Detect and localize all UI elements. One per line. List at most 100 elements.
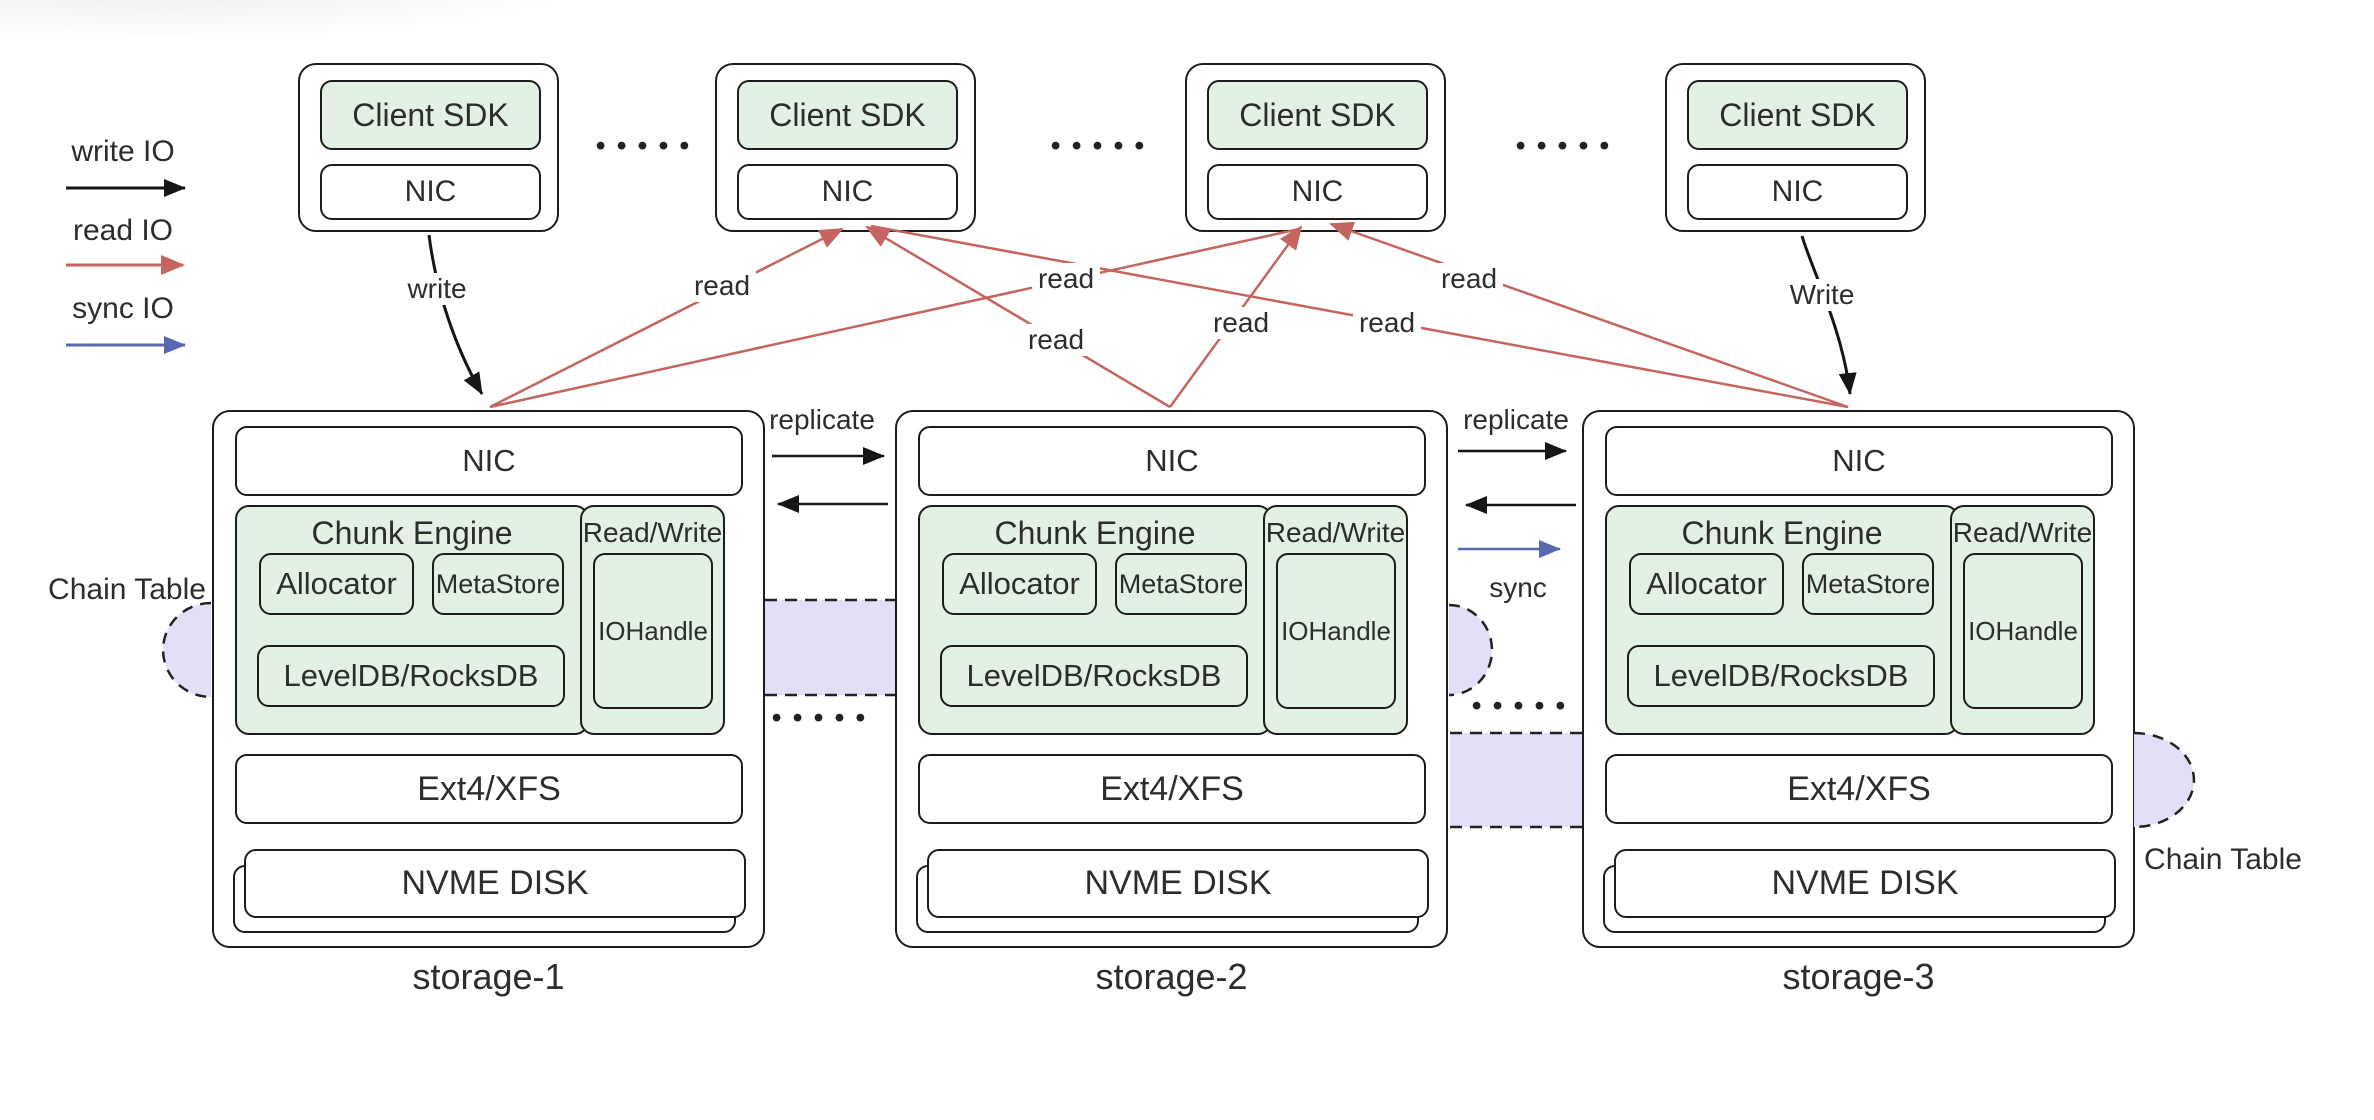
client-separator-dots: •••••	[592, 131, 698, 163]
metastore-label: MetaStore	[435, 568, 561, 599]
write-arrow-client1	[427, 234, 484, 395]
read-arrows	[489, 221, 1849, 409]
read-label: read	[1021, 324, 1091, 356]
iohandle-label: IOHandle	[598, 615, 708, 646]
client-sdk-box: Client SDK	[1687, 80, 1908, 150]
iohandle-box: IOHandle	[593, 553, 713, 709]
filesystem-box: Ext4/XFS	[1605, 754, 2113, 824]
client-sdk-box: Client SDK	[1207, 80, 1428, 150]
read-label: read	[1352, 307, 1422, 339]
chunk-engine-box: Chunk Engine Allocator MetaStore LevelDB…	[235, 505, 589, 735]
nvme-disk-label: NVME DISK	[401, 864, 589, 902]
allocator-box: Allocator	[942, 553, 1097, 615]
allocator-label: Allocator	[276, 566, 397, 601]
write-arrow-client4	[1800, 235, 1857, 395]
nvme-disk-box: NVME DISK	[1614, 849, 2116, 918]
storage-name-3: storage-3	[1782, 956, 1935, 997]
read-write-title: Read/Write	[1265, 517, 1406, 548]
storage-nic-box: NIC	[235, 426, 743, 496]
client-sdk-label: Client SDK	[769, 96, 926, 133]
chunk-engine-box: Chunk Engine Allocator MetaStore LevelDB…	[1605, 505, 1959, 735]
replicate-label: replicate	[769, 404, 875, 435]
filesystem-label: Ext4/XFS	[1787, 769, 1931, 808]
allocator-box: Allocator	[259, 553, 414, 615]
chunk-engine-title: Chunk Engine	[1681, 515, 1883, 551]
client-box-4: Client SDK NIC	[1665, 63, 1926, 232]
allocator-label: Allocator	[959, 566, 1080, 601]
metastore-box: MetaStore	[1115, 553, 1247, 615]
storage-nic-label: NIC	[1145, 443, 1199, 478]
write-label: write	[401, 273, 473, 305]
legend-sync-io-label: sync IO	[72, 292, 174, 325]
write-cap-label: Write	[1783, 279, 1861, 311]
metastore-label: MetaStore	[1805, 568, 1931, 599]
chain-table-label-right: Chain Table	[2144, 843, 2302, 876]
top-left-fade	[0, 0, 1000, 60]
metastore-box: MetaStore	[432, 553, 564, 615]
leveldb-rocksdb-label: LevelDB/RocksDB	[283, 658, 539, 693]
storage-box-2: NIC Chunk Engine Allocator MetaStore Lev…	[895, 410, 1448, 948]
legend-write-io-label: write IO	[71, 135, 175, 168]
client-nic-box: NIC	[320, 164, 541, 220]
storage-separator-dots: •••••	[1468, 691, 1574, 723]
read-label: read	[1206, 307, 1276, 339]
filesystem-box: Ext4/XFS	[235, 754, 743, 824]
client-nic-label: NIC	[1771, 175, 1824, 208]
filesystem-label: Ext4/XFS	[417, 769, 561, 808]
read-write-title: Read/Write	[582, 517, 723, 548]
storage-nic-box: NIC	[1605, 426, 2113, 496]
chain-table-ellipse-right	[2133, 731, 2196, 829]
filesystem-box: Ext4/XFS	[918, 754, 1426, 824]
client-box-1: Client SDK NIC	[298, 63, 559, 232]
nvme-disk-label: NVME DISK	[1771, 864, 1959, 902]
nvme-disk-box: NVME DISK	[244, 849, 746, 918]
storage-separator-dots: •••••	[768, 703, 874, 735]
chunk-engine-title: Chunk Engine	[311, 515, 513, 551]
filesystem-label: Ext4/XFS	[1100, 769, 1244, 808]
iohandle-box: IOHandle	[1963, 553, 2083, 709]
client-sdk-box: Client SDK	[737, 80, 958, 150]
client-nic-box: NIC	[737, 164, 958, 220]
client-box-2: Client SDK NIC	[715, 63, 976, 232]
storage-box-1: NIC Chunk Engine Allocator MetaStore Lev…	[212, 410, 765, 948]
client-nic-label: NIC	[1291, 175, 1344, 208]
read-write-box: Read/Write IOHandle	[1263, 505, 1408, 735]
client-nic-label: NIC	[404, 175, 457, 208]
legend-read-io-label: read IO	[72, 214, 174, 247]
nvme-disk-box: NVME DISK	[927, 849, 1429, 918]
read-label: read	[687, 270, 757, 302]
leveldb-rocksdb-box: LevelDB/RocksDB	[1627, 645, 1935, 707]
storage-box-3: NIC Chunk Engine Allocator MetaStore Lev…	[1582, 410, 2135, 948]
storage-nic-box: NIC	[918, 426, 1426, 496]
client-nic-box: NIC	[1687, 164, 1908, 220]
client-box-3: Client SDK NIC	[1185, 63, 1446, 232]
iohandle-label: IOHandle	[1968, 615, 2078, 646]
chain-table-band-1	[765, 598, 895, 697]
leveldb-rocksdb-box: LevelDB/RocksDB	[257, 645, 565, 707]
client-nic-box: NIC	[1207, 164, 1428, 220]
client-separator-dots: •••••	[1512, 131, 1618, 163]
chunk-engine-title: Chunk Engine	[994, 515, 1196, 551]
client-sdk-label: Client SDK	[1719, 96, 1876, 133]
client-sdk-box: Client SDK	[320, 80, 541, 150]
metastore-box: MetaStore	[1802, 553, 1934, 615]
allocator-label: Allocator	[1646, 566, 1767, 601]
allocator-box: Allocator	[1629, 553, 1784, 615]
leveldb-rocksdb-label: LevelDB/RocksDB	[966, 658, 1222, 693]
read-write-title: Read/Write	[1952, 517, 2093, 548]
nvme-disk-label: NVME DISK	[1084, 864, 1272, 902]
iohandle-label: IOHandle	[1281, 615, 1391, 646]
read-label: read	[1434, 263, 1504, 295]
client-sdk-label: Client SDK	[352, 96, 509, 133]
replicate-label: replicate	[1463, 404, 1569, 435]
chain-table-band-2	[1450, 731, 1582, 829]
client-separator-dots: •••••	[1047, 131, 1153, 163]
read-write-box: Read/Write IOHandle	[580, 505, 725, 735]
storage-name-2: storage-2	[1095, 956, 1248, 997]
storage-name-1: storage-1	[412, 956, 565, 997]
leveldb-rocksdb-box: LevelDB/RocksDB	[940, 645, 1248, 707]
client-sdk-label: Client SDK	[1239, 96, 1396, 133]
sync-label: sync	[1489, 572, 1547, 603]
chunk-engine-box: Chunk Engine Allocator MetaStore LevelDB…	[918, 505, 1272, 735]
